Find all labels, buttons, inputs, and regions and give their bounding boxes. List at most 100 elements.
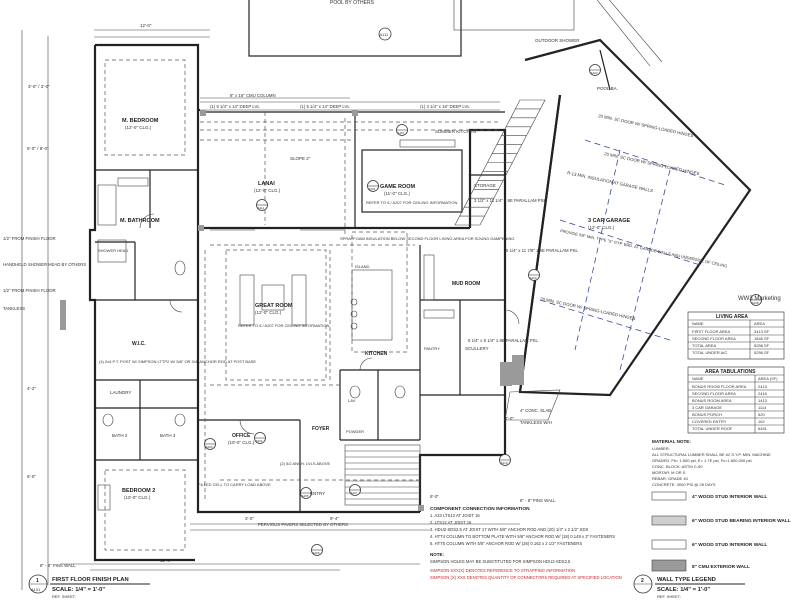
- label-m-bedroom-clg: (12'-0" CLG.): [125, 125, 152, 130]
- living-area-row-value: 3413 SF: [754, 329, 770, 334]
- area-tab-row-name: BONUS PORCH: [692, 412, 722, 417]
- connection-note-red-1: SIMPSON XXX(X) DENOTES REFERENCE TO STRA…: [430, 568, 575, 573]
- detail-tag: A206: [311, 544, 323, 556]
- note-deep-lvl-1: (1) 5 1/4" x 14" DEEP LVL: [210, 104, 260, 109]
- title-left-scale: SCALE: 1/4" = 1'-0": [52, 587, 105, 593]
- title-right-ref: REF. SHEET:: [657, 594, 681, 599]
- living-area-row-name: SECOND FLOOR AREA: [692, 336, 736, 341]
- dim-7: 9'-4": [330, 516, 339, 521]
- detail-tag: A210: [499, 454, 511, 466]
- note-provide-x: PROVIDE 5/8" MIN. TYPE "X" GYP. BRD. AT …: [560, 228, 728, 268]
- note-ext-finish-2: 1/2" FROM FINISH FLOOR: [3, 288, 56, 293]
- living-area-row-value: 5258 SF: [754, 343, 770, 348]
- label-shower-head: SHOWER HEAD: [98, 248, 128, 253]
- detail-tag-text: A206: [313, 551, 320, 555]
- label-laundry: LAUNDRY: [110, 390, 131, 395]
- area-tab-row-value: 6451: [758, 426, 768, 431]
- legend-4: 8" CMU EXTERIOR WALL: [692, 564, 750, 570]
- detail-tag: A203: [528, 269, 540, 281]
- area-tab-row-value: 520: [758, 412, 765, 417]
- title-left-ref: REF. SHEET:: [52, 594, 76, 599]
- note-min-door-3: 20 MIN. SC DOOR W/ SPRING-LOADED HINGES: [540, 296, 636, 321]
- stairs: [344, 99, 546, 506]
- detail-tag-text: A202: [591, 71, 598, 75]
- section-tag-text: A111: [380, 32, 390, 37]
- area-tab-row-value: 2416: [758, 391, 768, 396]
- note-slab: 4" CONC. SLAB: [520, 408, 551, 413]
- area-tab-row-name: 3 CAR GARAGE: [692, 405, 722, 410]
- room-labels: M. BEDROOM (12'-0" CLG.) M. BATHROOM LAN…: [98, 38, 631, 500]
- label-game-room: GAME ROOM: [380, 184, 416, 190]
- title-left-name: FIRST FLOOR FINISH PLAN: [52, 577, 129, 583]
- note-trans-above: (2) 5/2 ANCH. LVLS ABOVE: [280, 461, 331, 466]
- label-mud-room: MUD ROOM: [452, 281, 480, 287]
- legend-2: 6" WOOD STUD BEARING INTERIOR WALL: [692, 518, 791, 524]
- note-filled-cell: FILLED CELL TO CARRY LOAD ABOVE: [198, 482, 271, 487]
- material-line: CONC. BLOCK: ASTM C-90: [652, 464, 703, 469]
- interior-walls: [95, 149, 505, 512]
- dim-9: 8'-0": [430, 494, 439, 499]
- area-tab-row-value: 162: [758, 419, 765, 424]
- connection-5: 5. HTT5 COLUMN WITH 5/8" ANCHOR ROD W/ (…: [430, 541, 582, 546]
- label-summer-kitchen: SUMMER KITCHEN: [435, 129, 476, 134]
- detail-tag: A111: [256, 199, 268, 211]
- note-tankless-r: TANKLESS W/H: [520, 420, 552, 425]
- living-area-row-value: 5258 SF: [754, 350, 770, 355]
- note-min-door-2: 20 MIN. SC DOOR W/ SPRING-LOADED HINGES: [604, 151, 700, 176]
- area-tab-row-name: SECOND FLOOR AREA: [692, 391, 736, 396]
- label-garage: 3 CAR GARAGE: [588, 218, 631, 224]
- label-refer-ceiling: REFER TO 6 / A207 FOR CEILING INFORMATIO…: [238, 323, 329, 328]
- title-left-sheet: A101: [31, 587, 41, 592]
- label-outdoor-shower: OUTDOOR SHOWER: [535, 38, 580, 43]
- living-area-row-name: TOTAL AREA: [692, 343, 716, 348]
- living-area-h2: AREA: [754, 321, 765, 326]
- connection-note-sub: SIMPSON HOLES MAY BE SUBSTITUTED FOR SIM…: [430, 559, 571, 564]
- note-deep-lvl-3: (1) 3 1/4" x 16" DEEP LVL: [420, 104, 470, 109]
- annotation-notes: 1/2" FROM FINISH FLOOR 1/2" FROM FINISH …: [3, 93, 728, 568]
- dim-2: 5'-0" / 8'-0": [27, 146, 49, 151]
- label-slope: SLOPE 2": [290, 156, 311, 161]
- title-right-number: 2: [641, 578, 644, 584]
- material-title: MATERIAL NOTE:: [652, 439, 691, 444]
- wall-type-legend: 4" WOOD STUD INTERIOR WALL 6" WOOD STUD …: [651, 491, 791, 572]
- detail-tag-text: A205: [302, 494, 309, 498]
- area-tab-row-name: TOTAL UNDER ROOF: [692, 426, 733, 431]
- note-pins-wall-l: 8" - 8" PINS WALL: [40, 563, 76, 568]
- fixtures: [60, 110, 561, 511]
- label-bedroom2: BEDROOM 2: [122, 488, 155, 494]
- label-wic: W.I.C.: [132, 341, 146, 347]
- material-line: REBAR: GRADE 40: [652, 476, 689, 481]
- connection-2: 2. LTS12 AT JOIST 16: [430, 520, 472, 525]
- label-bath2: BATH 2: [112, 433, 128, 438]
- connection-title: COMPONENT CONNECTION INFORMATION: [430, 506, 530, 512]
- label-island: ISLAND: [355, 264, 370, 269]
- connection-3: 3. HDU2-SDS2.5 AT JOIST 17 WITH 5/8" ANC…: [430, 527, 588, 532]
- detail-tag: A202: [589, 64, 601, 76]
- note-parallam-2: 5 1/4" x 11 7/8" 1.9E PARALLAM PSL: [506, 248, 579, 253]
- label-game-refer: REFER TO 6 / A207 FOR CEILING INFORMATIO…: [366, 200, 457, 205]
- area-tab-h2: AREA (SF): [758, 376, 778, 381]
- connection-1: 1. A23 LTS12 AT JOIST 16: [430, 513, 480, 518]
- living-area-row-name: TOTAL UNDER A/C: [692, 350, 727, 355]
- label-pool-bath: POOL BA.: [597, 86, 618, 91]
- material-line: LUMBER:: [652, 446, 670, 451]
- label-game-room-clg: (11'-0" CLG.): [384, 191, 410, 196]
- watermark: WW3 Marketing: [738, 296, 781, 302]
- label-foyer: FOYER: [312, 426, 330, 432]
- note-simpson-post: (4) 2x4 P.T. POST W/ SIMPSON LTTP2 W/ 5/…: [99, 359, 256, 364]
- label-entry: ENTRY: [310, 491, 325, 496]
- area-tab-row-value: 1114: [758, 405, 767, 410]
- detail-tag-text: A208: [752, 301, 759, 305]
- dim-6: 3'-0": [245, 516, 254, 521]
- note-cmu-column: 8" x 16" CMU COLUMN: [230, 93, 276, 98]
- dim-5: 6'-0": [27, 474, 36, 479]
- dim-1: 3'-0" / 3'-0": [28, 84, 50, 89]
- note-insulation: R-13 MIN. INSULATION AT GARAGE WALLS: [567, 170, 654, 193]
- area-tab-h1: NAME: [692, 376, 704, 381]
- material-line: MORTAR: M OR S: [652, 470, 686, 475]
- detail-tag: A207: [349, 484, 361, 496]
- dim-4: 4'-2": [27, 386, 36, 391]
- label-lanai-clg: (12'-0" CLG.): [254, 188, 281, 193]
- area-tab-row-value: 2413: [758, 384, 768, 389]
